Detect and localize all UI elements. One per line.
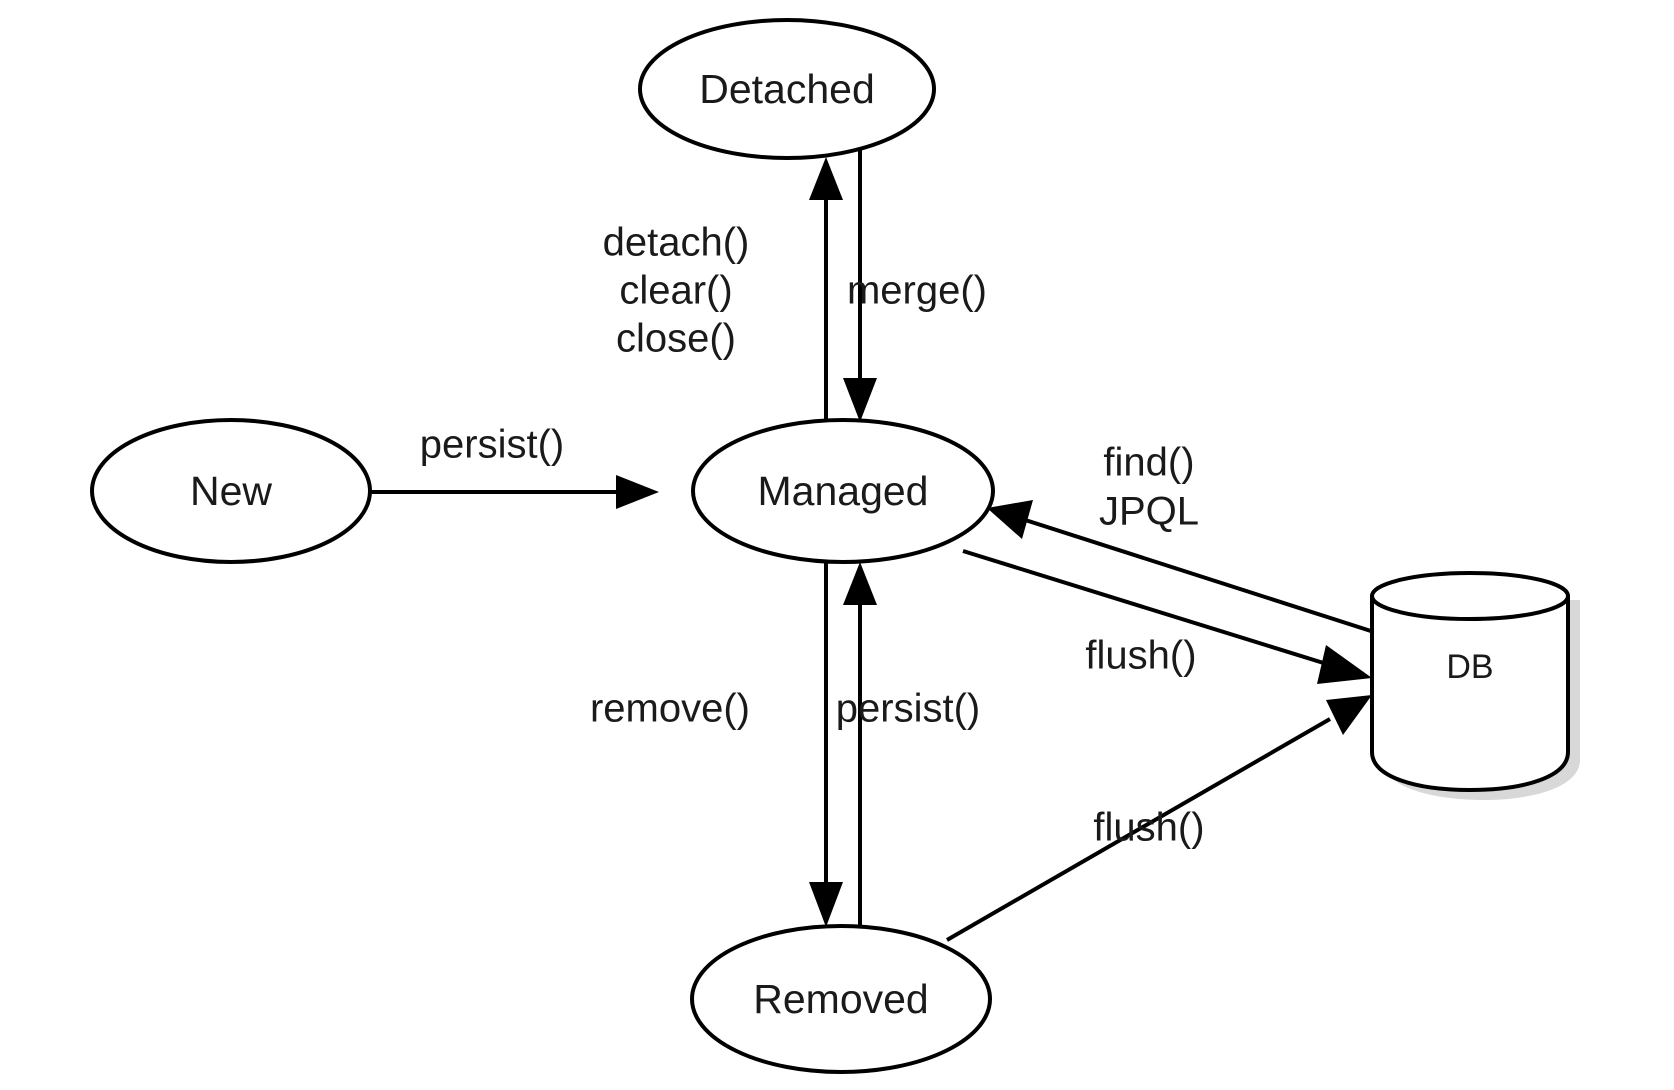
removed-label: Removed <box>753 976 928 1022</box>
arrowhead-to-managed-bottom <box>843 562 877 605</box>
edge-label-persist-new: persist() <box>420 423 564 467</box>
managed-ellipse[interactable] <box>691 418 995 564</box>
edge-removed-to-db <box>946 695 1372 942</box>
node-removed[interactable]: Removed <box>690 924 992 1074</box>
node-managed[interactable]: Managed <box>691 418 995 564</box>
arrowhead-to-db-lower <box>1326 695 1372 735</box>
edge-new-to-managed <box>368 475 659 509</box>
edge-label-clear: clear() <box>619 269 732 313</box>
edge-managed-to-db-line <box>962 549 1331 667</box>
node-detached[interactable]: Detached <box>638 18 936 160</box>
managed-label: Managed <box>758 468 929 514</box>
edge-label-detach-clear-close: detach() clear() close() <box>603 221 750 361</box>
edge-label-find-jpql: find() JPQL <box>1099 441 1199 534</box>
edge-label-detach: detach() <box>603 221 750 265</box>
arrowhead-to-managed-top <box>843 378 877 422</box>
edge-managed-to-detached <box>809 157 843 425</box>
edge-label-merge: merge() <box>847 269 987 313</box>
edge-label-close: close() <box>616 317 736 361</box>
edge-label-persist-removed: persist() <box>836 687 980 731</box>
edge-label-remove: remove() <box>590 687 750 731</box>
edge-label-jpql: JPQL <box>1099 490 1199 534</box>
db-label: DB <box>1446 648 1493 686</box>
arrowhead-to-managed-left <box>616 475 659 509</box>
node-db[interactable]: DB <box>1370 571 1580 800</box>
edge-label-find: find() <box>1103 441 1194 485</box>
removed-ellipse[interactable] <box>690 924 992 1074</box>
edge-removed-to-db-line <box>946 717 1331 942</box>
arrowhead-to-removed <box>809 882 843 927</box>
db-cylinder-body[interactable] <box>1370 594 1570 792</box>
edge-managed-to-removed <box>809 558 843 927</box>
arrowhead-to-managed-right <box>987 500 1033 539</box>
edge-db-to-managed-line <box>1015 515 1375 634</box>
arrowhead-to-db-upper <box>1317 645 1372 684</box>
edge-label-flush-removed: flush() <box>1093 806 1204 850</box>
edge-removed-to-managed <box>843 562 877 930</box>
edge-detached-to-managed <box>843 150 877 422</box>
detached-label: Detached <box>699 66 875 112</box>
new-ellipse[interactable] <box>90 418 372 564</box>
node-new[interactable]: New <box>90 418 372 564</box>
edge-db-to-managed <box>987 500 1375 634</box>
db-cylinder-top <box>1370 571 1570 621</box>
edge-managed-to-db <box>962 549 1372 684</box>
arrowhead-to-detached <box>809 157 843 200</box>
new-label: New <box>190 468 272 514</box>
edge-label-flush-managed: flush() <box>1085 634 1196 678</box>
detached-ellipse[interactable] <box>638 18 936 160</box>
